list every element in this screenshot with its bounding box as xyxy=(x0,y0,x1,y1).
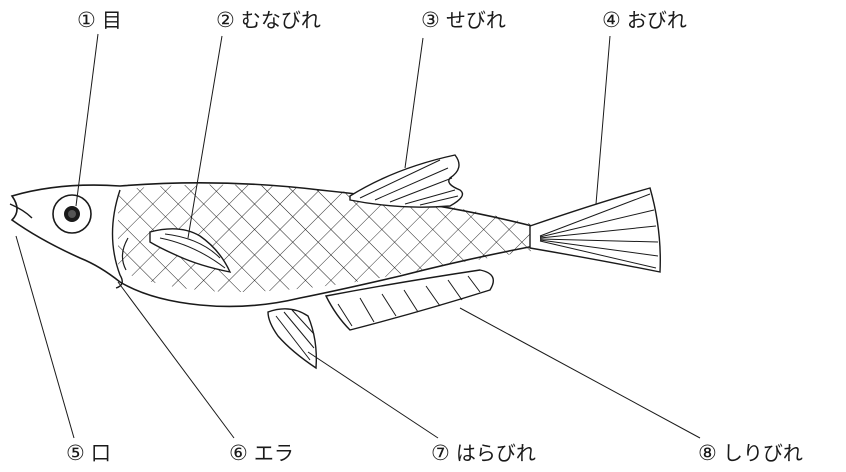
label-number: ④ xyxy=(602,8,621,32)
leader-line-3 xyxy=(405,38,423,168)
leader-line-8 xyxy=(460,308,700,438)
leader-line-7 xyxy=(308,352,438,438)
label-text: エラ xyxy=(254,441,294,465)
label-number: ⑦ xyxy=(431,441,450,465)
leader-line-4 xyxy=(596,36,610,204)
label-number: ⑥ xyxy=(229,441,248,465)
leader-line-1 xyxy=(76,34,98,206)
label-text: むなびれ xyxy=(241,8,321,32)
label-text: 目 xyxy=(102,8,122,32)
label-number: ① xyxy=(77,8,96,32)
label-text: しりびれ xyxy=(723,441,803,465)
mouth-line xyxy=(10,204,32,218)
label-text: おびれ xyxy=(627,8,687,32)
tail-fin xyxy=(530,188,660,272)
label-number: ③ xyxy=(421,8,440,32)
label-number: ⑤ xyxy=(66,441,85,465)
label-text: はらびれ xyxy=(456,441,536,465)
label-number: ⑧ xyxy=(698,441,717,465)
leader-line-5 xyxy=(16,236,74,438)
label-text: せびれ xyxy=(446,8,506,32)
label-number: ② xyxy=(216,8,235,32)
label-text: 口 xyxy=(91,441,111,465)
